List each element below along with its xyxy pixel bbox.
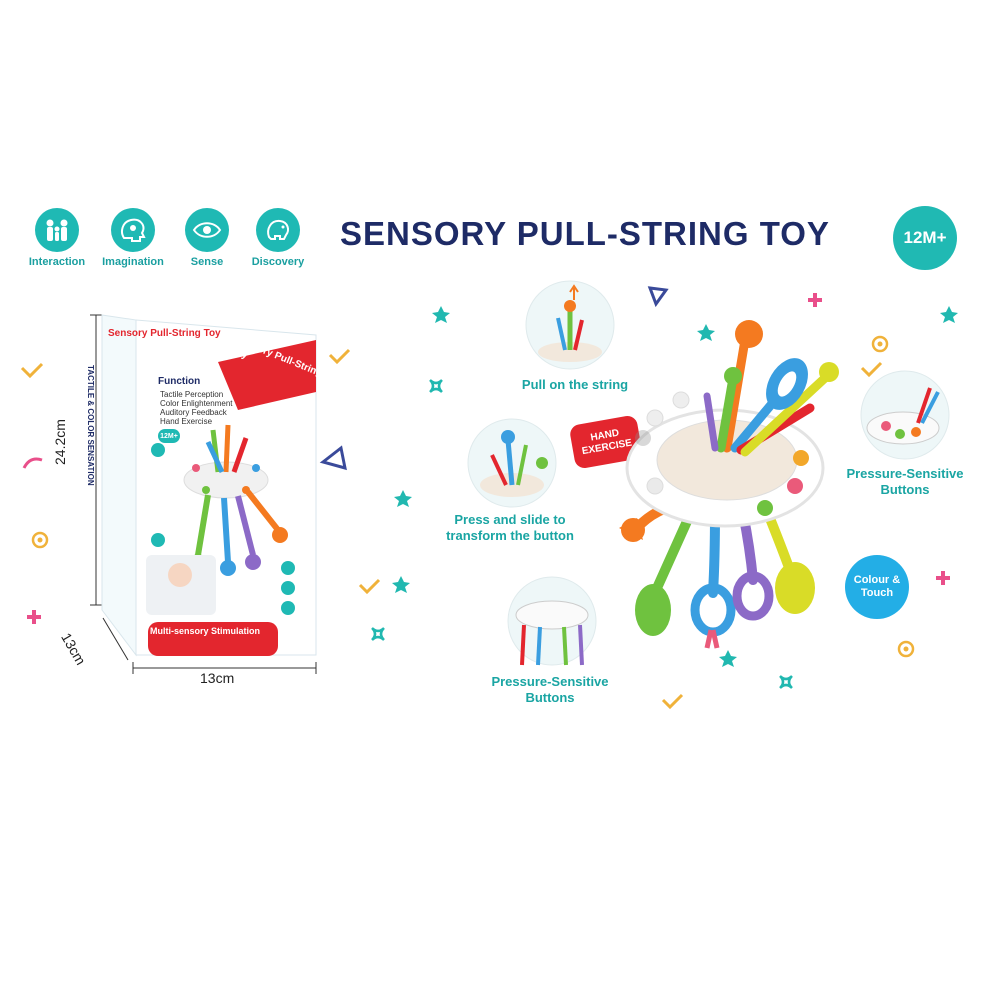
- feature-label: Interaction: [28, 256, 86, 268]
- box-age-badge: 12M+: [158, 429, 180, 443]
- star-shape: [719, 650, 737, 667]
- dimension-height: 24.2cm: [52, 419, 68, 465]
- box-brand-title: Sensory Pull-String Toy: [108, 328, 221, 339]
- target-shape: [871, 335, 889, 353]
- family-icon: [35, 208, 79, 252]
- feature-imagination: Imagination: [101, 208, 165, 268]
- pull-string-detail: [525, 280, 615, 370]
- box-function-item: Color Enlightenment: [160, 399, 233, 408]
- pressure-right-detail: [860, 370, 950, 460]
- feature-label: Imagination: [102, 256, 164, 268]
- product-title: SENSORY PULL-STRING TOY: [340, 215, 830, 252]
- feature-label: Discovery: [251, 256, 305, 268]
- check-shape: [661, 693, 684, 710]
- press-slide-detail: [467, 418, 557, 508]
- eye-icon: [185, 208, 229, 252]
- star-shape: [697, 324, 715, 341]
- box-function-heading: Function: [158, 376, 201, 387]
- box-function-item: Hand Exercise: [160, 417, 213, 426]
- plus-shape: [27, 610, 41, 624]
- target-shape: [31, 531, 49, 549]
- feature-discovery: Discovery: [246, 208, 310, 268]
- arc-shape: [22, 457, 43, 469]
- main-toy-illustration: [619, 320, 839, 649]
- pressure-left-caption: Pressure-Sensitive Buttons: [491, 674, 609, 705]
- press-caption: Press and slide to transform the button: [446, 512, 574, 543]
- triangle-shape: [319, 445, 347, 471]
- pressure-right-caption: Pressure-Sensitive Buttons: [846, 466, 964, 497]
- feature-interaction: Interaction: [25, 208, 89, 268]
- box-banner: Multi-sensory Stimulation: [150, 626, 261, 636]
- package-box-illustration: [90, 314, 317, 674]
- star-shape: [394, 490, 412, 507]
- check-shape: [20, 362, 44, 379]
- head-icon: [111, 208, 155, 252]
- plus-shape: [936, 571, 950, 585]
- sparkle-shape: [429, 379, 443, 393]
- elephant-icon: [256, 208, 300, 252]
- box-function-list: Tactile Perception Color Enlightenment A…: [160, 390, 232, 426]
- pull-caption: Pull on the string: [521, 377, 629, 392]
- dimension-width: 13cm: [200, 670, 235, 686]
- star-shape: [432, 306, 450, 323]
- triangle-shape: [647, 286, 669, 308]
- target-shape: [897, 640, 915, 658]
- box-side-text: TACTILE & COLOR SENSATION: [86, 365, 95, 486]
- check-shape: [860, 361, 883, 378]
- star-shape: [940, 306, 958, 323]
- star-shape: [392, 576, 410, 593]
- feature-sense: Sense: [175, 208, 239, 268]
- check-shape: [358, 578, 381, 595]
- box-function-item: Tactile Perception: [160, 390, 224, 399]
- age-badge: 12M+: [893, 206, 957, 270]
- sparkle-shape: [371, 627, 385, 641]
- colour-touch-badge: Colour & Touch: [845, 555, 909, 619]
- plus-shape: [808, 293, 822, 307]
- feature-label: Sense: [190, 256, 224, 268]
- sparkle-shape: [779, 675, 793, 689]
- box-function-item: Auditory Feedback: [160, 408, 227, 417]
- pressure-left-detail: [507, 576, 597, 666]
- check-shape: [328, 348, 351, 365]
